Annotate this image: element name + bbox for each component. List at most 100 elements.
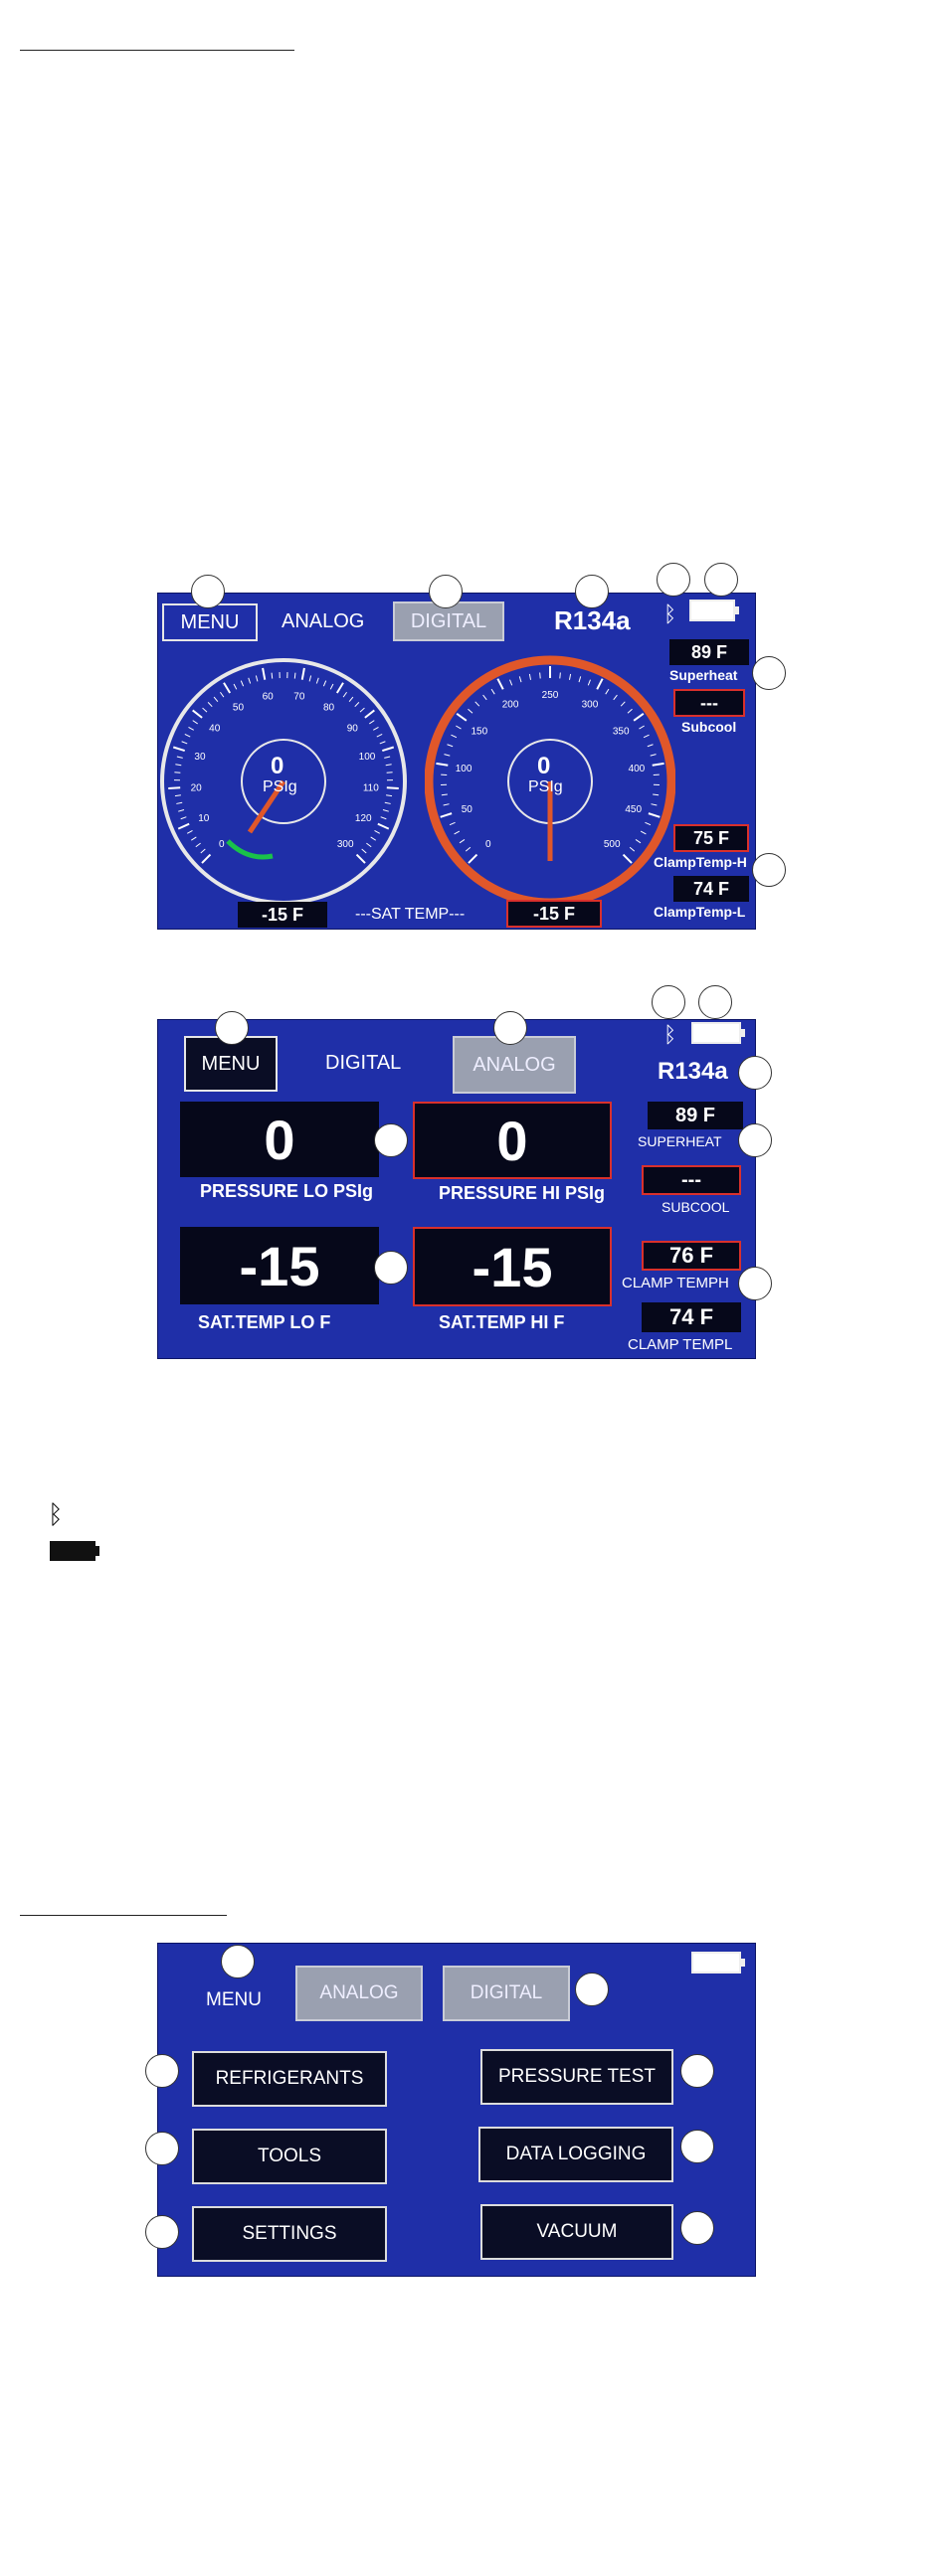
refrigerant-label: R134a — [658, 1058, 728, 1085]
gauge-tick-mark — [192, 720, 198, 725]
gauge-tick-label: 50 — [462, 804, 473, 815]
gauge-tick-mark — [645, 821, 652, 826]
gauge-tick-mark — [315, 677, 319, 684]
gauge-tick-label: 300 — [582, 700, 599, 711]
gauge-tick-mark — [271, 672, 274, 679]
gauge-tick-mark — [449, 821, 456, 826]
vacuum-button[interactable]: VACUUM — [480, 2204, 673, 2260]
clamp-temp-h-label: ClampTemp-H — [654, 854, 747, 870]
gauge-tick-mark — [447, 744, 454, 748]
gauge-tick-mark — [223, 682, 232, 694]
gauge-tick-label: 60 — [263, 691, 275, 702]
gauge-tick-mark — [366, 842, 372, 848]
gauge-tick-label: 150 — [471, 726, 487, 737]
gauge-tick-mark — [379, 741, 386, 745]
menu-button[interactable]: MENU — [184, 1036, 278, 1092]
gauge-tick-label: 110 — [363, 782, 379, 793]
gauge-tick-mark — [652, 762, 664, 767]
gauge-tick-label: 40 — [209, 724, 221, 735]
gauge-tick-label: 100 — [456, 764, 472, 774]
battery-icon — [50, 1541, 95, 1561]
digital-label: DIGITAL — [325, 1052, 402, 1074]
gauge-tick-mark — [184, 733, 191, 738]
gauge-tick-label: 350 — [613, 726, 630, 737]
superheat-value: 89 F — [648, 1102, 743, 1129]
gauge-tick-mark — [382, 809, 389, 812]
callout-marker — [680, 2130, 714, 2163]
gauge-tick-mark — [374, 830, 381, 834]
analog-tab[interactable]: ANALOG — [295, 1966, 423, 2021]
gauge-tick-mark — [635, 839, 642, 844]
gauge-tick-mark — [468, 708, 473, 714]
gauge-tick-mark — [490, 688, 495, 695]
digital-screen: MENU DIGITAL ANALOG ᛒ R134a 0 PRESSURE L… — [157, 1019, 756, 1359]
gauge-tick-mark — [348, 696, 354, 703]
callout-marker — [652, 985, 685, 1019]
gauge-tick-mark — [386, 786, 399, 790]
gauge-tick-mark — [456, 725, 462, 730]
callout-marker — [221, 1945, 255, 1978]
menu-button[interactable]: MENU — [162, 603, 258, 641]
gauge-tick-mark — [459, 839, 466, 844]
bluetooth-icon: ᛒ — [663, 1022, 677, 1047]
gauge-tick-mark — [190, 836, 197, 841]
pressure-test-button[interactable]: PRESSURE TEST — [480, 2049, 673, 2105]
superheat-label: Superheat — [669, 667, 738, 683]
gauge-tick-mark — [376, 733, 383, 738]
gauge-tick-label: 200 — [502, 700, 519, 711]
superheat-value: 89 F — [669, 639, 749, 665]
gauge-tick-mark — [639, 725, 645, 730]
low-gauge-unit: PSIg — [263, 778, 297, 795]
battery-icon — [691, 1952, 745, 1974]
gauge-tick-mark — [620, 701, 626, 707]
gauge-tick-mark — [176, 756, 183, 759]
gauge-tick-mark — [195, 842, 201, 848]
gauge-tick-label: 0 — [219, 839, 225, 850]
gauge-tick-mark — [329, 683, 334, 690]
gauge-tick-mark — [518, 676, 522, 683]
clamp-temp-l-label: ClampTemp-L — [654, 904, 746, 920]
bluetooth-icon: ᛒ — [663, 601, 677, 626]
gauge-tick-mark — [643, 734, 650, 739]
gauge-tick-mark — [308, 675, 312, 682]
gauge-tick-mark — [650, 754, 657, 757]
gauge-tick-mark — [633, 713, 645, 722]
clamp-temp-h-label: CLAMP TEMPH — [622, 1275, 729, 1291]
tools-button[interactable]: TOOLS — [192, 2129, 387, 2184]
gauge-tick-mark — [322, 680, 327, 687]
gauge-tick-mark — [181, 741, 188, 745]
gauge-tick-mark — [386, 794, 393, 797]
superheat-label: SUPERHEAT — [638, 1133, 722, 1149]
subcool-value: --- — [673, 689, 745, 717]
gauge-tick-mark — [172, 746, 186, 753]
battery-icon — [689, 600, 739, 621]
settings-button[interactable]: SETTINGS — [192, 2206, 387, 2262]
callout-marker — [738, 1123, 772, 1157]
data-logging-button[interactable]: DATA LOGGING — [478, 2127, 673, 2182]
gauge-tick-label: 80 — [323, 703, 335, 714]
high-gauge-unit: PSIg — [528, 778, 563, 795]
refrigerant-label: R134a — [554, 605, 631, 635]
refrigerants-button[interactable]: REFRIGERANTS — [192, 2051, 387, 2107]
callout-marker — [752, 853, 786, 887]
analog-tab[interactable]: ANALOG — [453, 1036, 576, 1094]
callout-marker — [680, 2211, 714, 2245]
gauge-tick-mark — [444, 754, 451, 757]
gauge-tick-mark — [627, 708, 633, 714]
callout-marker — [575, 1973, 609, 2006]
gauge-tick-mark — [180, 816, 187, 820]
callout-marker — [657, 563, 690, 597]
gauge-tick-label: 90 — [347, 724, 359, 735]
callout-marker — [738, 1056, 772, 1090]
gauge-tick-mark — [539, 672, 541, 679]
gauge-tick-mark — [651, 803, 658, 806]
gauge-tick-mark — [213, 696, 219, 703]
subcool-value: --- — [642, 1165, 741, 1195]
subcool-label: SUBCOOL — [662, 1199, 730, 1215]
gauge-tick-mark — [354, 702, 360, 708]
clamp-temp-h-value: 76 F — [642, 1241, 741, 1271]
gauge-tick-mark — [468, 853, 478, 864]
digital-tab[interactable]: DIGITAL — [443, 1966, 570, 2021]
